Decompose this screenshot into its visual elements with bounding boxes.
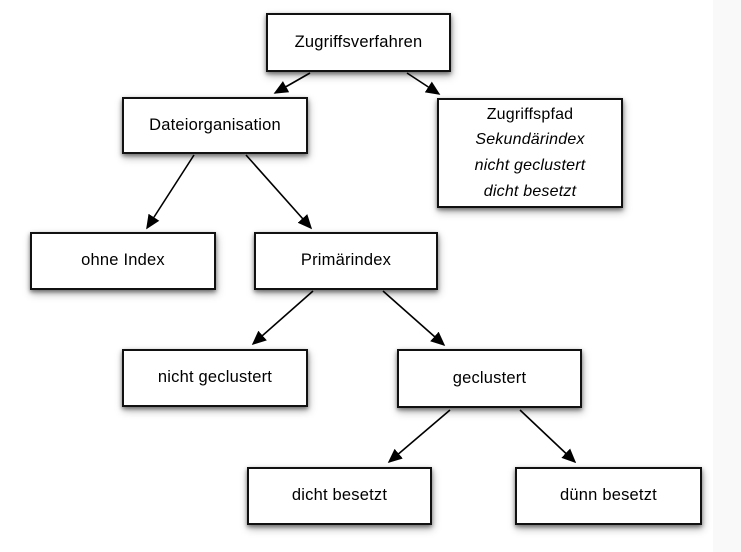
edge-primaerindex-geclustert bbox=[382, 290, 446, 347]
node-primaerindex: Primärindex bbox=[254, 232, 438, 290]
edge-dateiorganisation-primaerindex bbox=[245, 154, 313, 230]
edge-geclustert-dicht-besetzt bbox=[387, 409, 451, 464]
edge-dateiorganisation-ohne-index bbox=[146, 154, 195, 230]
node-primaerindex-label: Primärindex bbox=[300, 251, 392, 270]
node-zugriffsverfahren: Zugriffsverfahren bbox=[266, 13, 451, 72]
node-dateiorganisation-label: Dateiorganisation bbox=[149, 115, 281, 134]
edge-root-zugriffspfad bbox=[406, 72, 441, 95]
node-dateiorganisation: Dateiorganisation bbox=[122, 97, 308, 154]
node-zugriffspfad-line2: Sekundärindex bbox=[475, 131, 585, 149]
node-zugriffspfad: Zugriffspfad Sekundärindex nicht geclust… bbox=[437, 98, 623, 208]
node-geclustert: geclustert bbox=[397, 349, 582, 408]
node-dicht-besetzt-label: dicht besetzt bbox=[291, 486, 388, 505]
node-nicht-geclustert-label: nicht geclustert bbox=[157, 368, 273, 387]
node-ohne-index-label: ohne Index bbox=[81, 251, 165, 270]
node-dicht-besetzt: dicht besetzt bbox=[247, 467, 432, 525]
node-nicht-geclustert: nicht geclustert bbox=[122, 349, 308, 407]
node-zugriffsverfahren-label: Zugriffsverfahren bbox=[294, 32, 423, 51]
edge-primaerindex-nicht-geclustert bbox=[251, 290, 314, 346]
node-duenn-besetzt-label: dünn besetzt bbox=[560, 486, 657, 505]
edge-root-dateiorganisation bbox=[273, 72, 311, 94]
node-geclustert-label: geclustert bbox=[452, 368, 527, 387]
page-right-edge bbox=[713, 0, 741, 552]
node-ohne-index: ohne Index bbox=[30, 232, 216, 290]
node-duenn-besetzt: dünn besetzt bbox=[515, 467, 702, 525]
node-zugriffspfad-line1: Zugriffspfad bbox=[486, 105, 574, 123]
node-zugriffspfad-line3: nicht geclustert bbox=[474, 157, 586, 174]
node-zugriffspfad-line4: dicht besetzt bbox=[483, 182, 577, 200]
edge-geclustert-duenn-besetzt bbox=[519, 409, 577, 464]
